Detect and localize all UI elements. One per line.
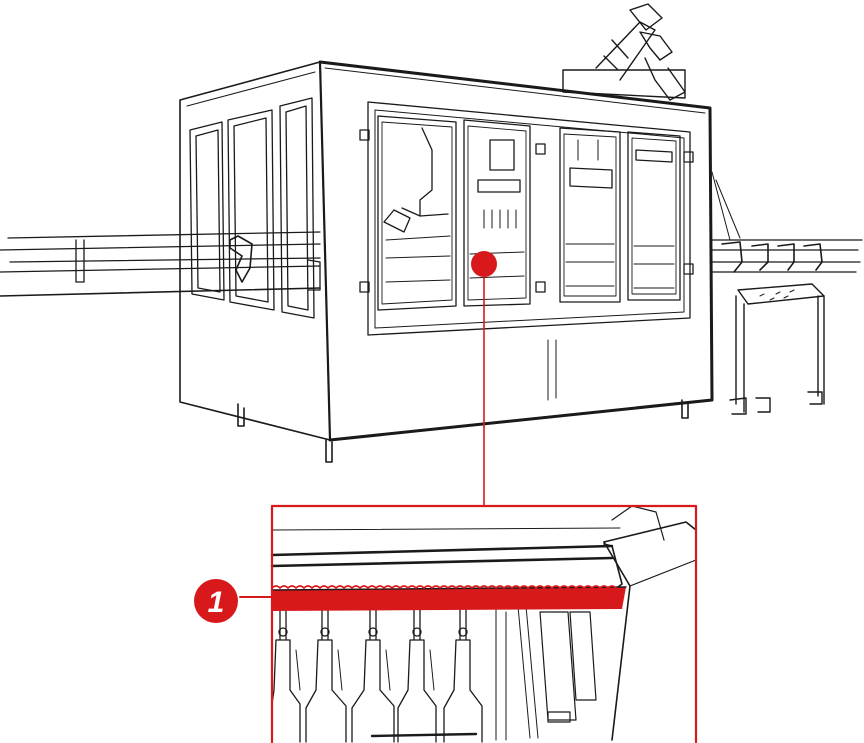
window-panes: [377, 115, 681, 401]
highlighted-belt: [239, 585, 627, 611]
detail-inset: [239, 504, 698, 743]
robot-arm: [562, 3, 686, 101]
bottle-row: [271, 609, 483, 743]
machine-body: [179, 60, 714, 463]
left-conveyor: [0, 231, 321, 297]
control-cabinet: [729, 283, 825, 415]
callout-number: 1: [208, 586, 225, 619]
inset-drawing: [270, 505, 697, 743]
callout-marker-dot: [471, 251, 497, 277]
callout-badge-1[interactable]: 1: [194, 579, 238, 623]
right-conveyor: [711, 171, 863, 273]
window-frame: [359, 101, 694, 336]
inset-frame: [270, 504, 698, 743]
side-doors: [189, 97, 315, 319]
callout-leader: [471, 251, 497, 507]
